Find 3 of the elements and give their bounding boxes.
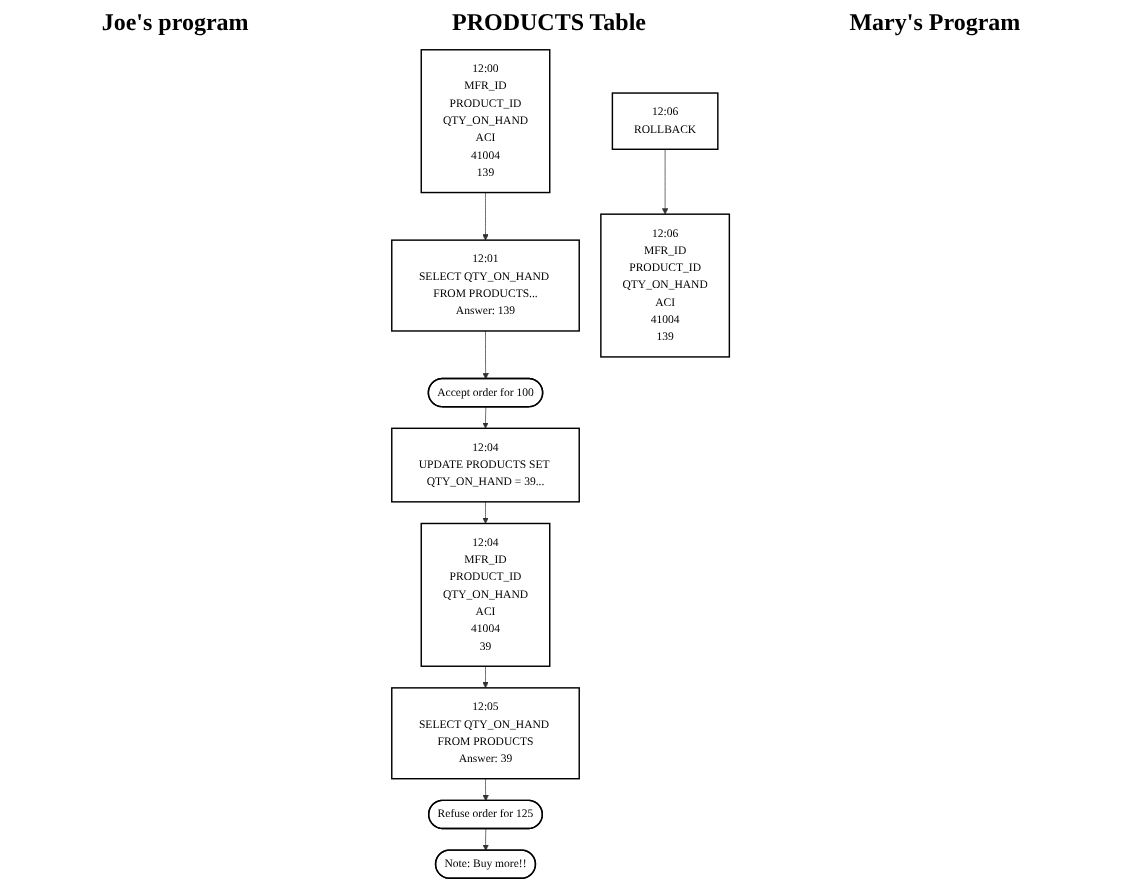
- column-heading: Joe's program: [101, 7, 249, 37]
- column-heading: Mary's Program: [849, 7, 1021, 37]
- column-heading: PRODUCTS Table: [451, 7, 647, 37]
